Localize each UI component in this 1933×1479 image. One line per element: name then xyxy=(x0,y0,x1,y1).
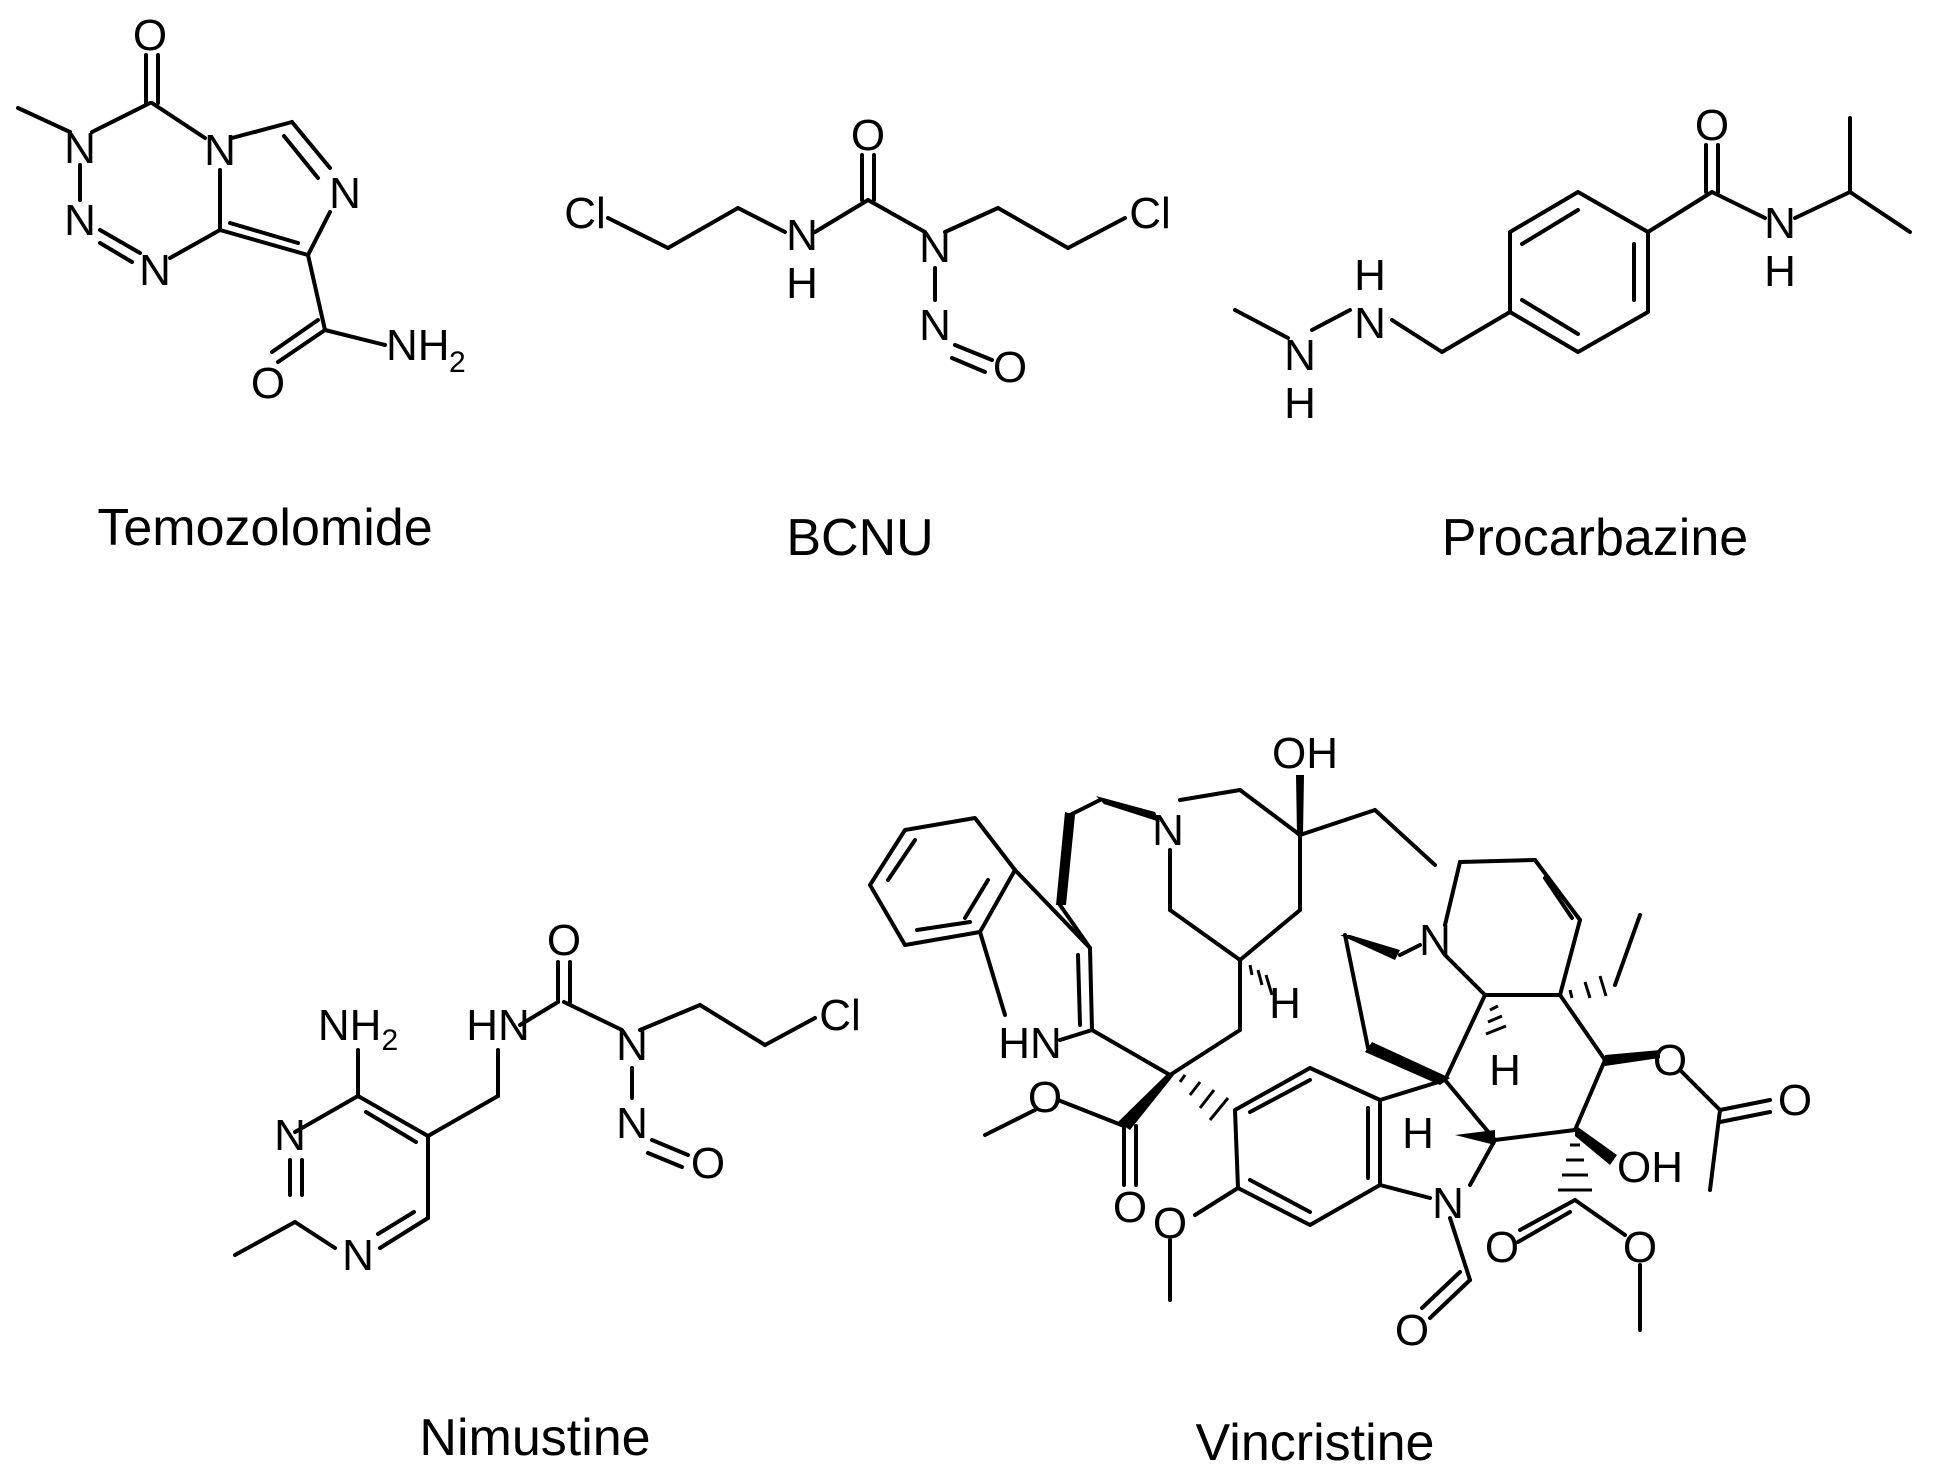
atom-chlorine: Cl xyxy=(819,991,861,1040)
atom-hydroxyl: OH xyxy=(1617,1143,1683,1192)
caption-bcnu: BCNU xyxy=(786,509,933,567)
atom-nitrogen: N xyxy=(274,1111,306,1160)
caption-nimustine: Nimustine xyxy=(419,1409,650,1467)
atom-nitrogen: N xyxy=(919,223,951,272)
atom-oxygen: O xyxy=(1153,1199,1187,1248)
atom-amine: HN xyxy=(466,1001,530,1050)
atom-nitrogen: N xyxy=(64,124,96,173)
subscript-2: 2 xyxy=(449,346,466,379)
atom-oxygen: O xyxy=(133,11,167,60)
atom-nitrogen: N xyxy=(1432,1179,1464,1228)
atom-hydrogen: H xyxy=(1489,1046,1521,1095)
atom-oxygen: O xyxy=(1485,1223,1519,1272)
bcnu-structure: Cl N H O N N O Cl xyxy=(564,111,1171,392)
atom-oxygen: O xyxy=(547,916,581,965)
atom-chlorine: Cl xyxy=(1129,189,1171,238)
atom-amine: NH2 xyxy=(318,1001,398,1057)
atom-amine: NH xyxy=(386,321,450,370)
atom-nitrogen: N xyxy=(64,196,96,245)
atom-nitrogen: N xyxy=(1284,331,1316,380)
atom-nitrogen: N xyxy=(329,169,361,218)
atom-nitrogen: N xyxy=(204,126,236,175)
atom-oxygen: O xyxy=(691,1139,725,1188)
atom-nitrogen: N xyxy=(786,211,818,260)
caption-procarbazine: Procarbazine xyxy=(1442,509,1748,567)
atom-nitrogen: N xyxy=(1764,199,1796,248)
nimustine-structure: NH2 N N HN O N N O Cl xyxy=(233,916,861,1280)
atom-oxygen: O xyxy=(993,343,1027,392)
atom-oxygen: O xyxy=(1623,1223,1657,1272)
atom-oxygen: O xyxy=(1778,1076,1812,1125)
atom-nitrogen: N xyxy=(616,1021,648,1070)
atom-oxygen: O xyxy=(851,111,885,160)
atom-nitrogen: N xyxy=(919,301,951,350)
atom-hydrogen: H xyxy=(1764,247,1796,296)
procarbazine-structure: N H H N O N H xyxy=(1233,101,1912,428)
atom-nitrogen: N xyxy=(1152,806,1184,855)
atom-amine: HN xyxy=(998,1019,1062,1068)
caption-temozolomide: Temozolomide xyxy=(97,499,432,557)
atom-hydrogen: H xyxy=(1402,1109,1434,1158)
atom-oxygen: O xyxy=(251,359,285,408)
atom-oxygen: O xyxy=(1113,1183,1147,1232)
atom-oxygen: O xyxy=(1695,101,1729,150)
atom-nitrogen: N xyxy=(139,246,171,295)
temozolomide-structure: O N N N N N O NH 2 xyxy=(16,11,466,408)
atom-hydrogen: H xyxy=(1284,379,1316,428)
caption-vincristine: Vincristine xyxy=(1196,1414,1435,1472)
atom-nitrogen: N xyxy=(616,1099,648,1148)
atom-nitrogen: N xyxy=(1354,299,1386,348)
atom-hydrogen: H xyxy=(786,259,818,308)
atom-nitrogen: N xyxy=(1419,916,1451,965)
atom-nitrogen: N xyxy=(342,1231,374,1280)
atom-oxygen: O xyxy=(1653,1036,1687,1085)
atom-hydroxyl: OH xyxy=(1272,729,1338,778)
vincristine-structure: OH N H HN O O O N H H N O O O OH O O xyxy=(868,729,1812,1355)
atom-chlorine: Cl xyxy=(564,189,606,238)
atom-hydrogen: H xyxy=(1269,979,1301,1028)
atom-oxygen: O xyxy=(1395,1306,1429,1355)
atom-hydrogen: H xyxy=(1354,251,1386,300)
atom-oxygen: O xyxy=(1028,1073,1062,1122)
